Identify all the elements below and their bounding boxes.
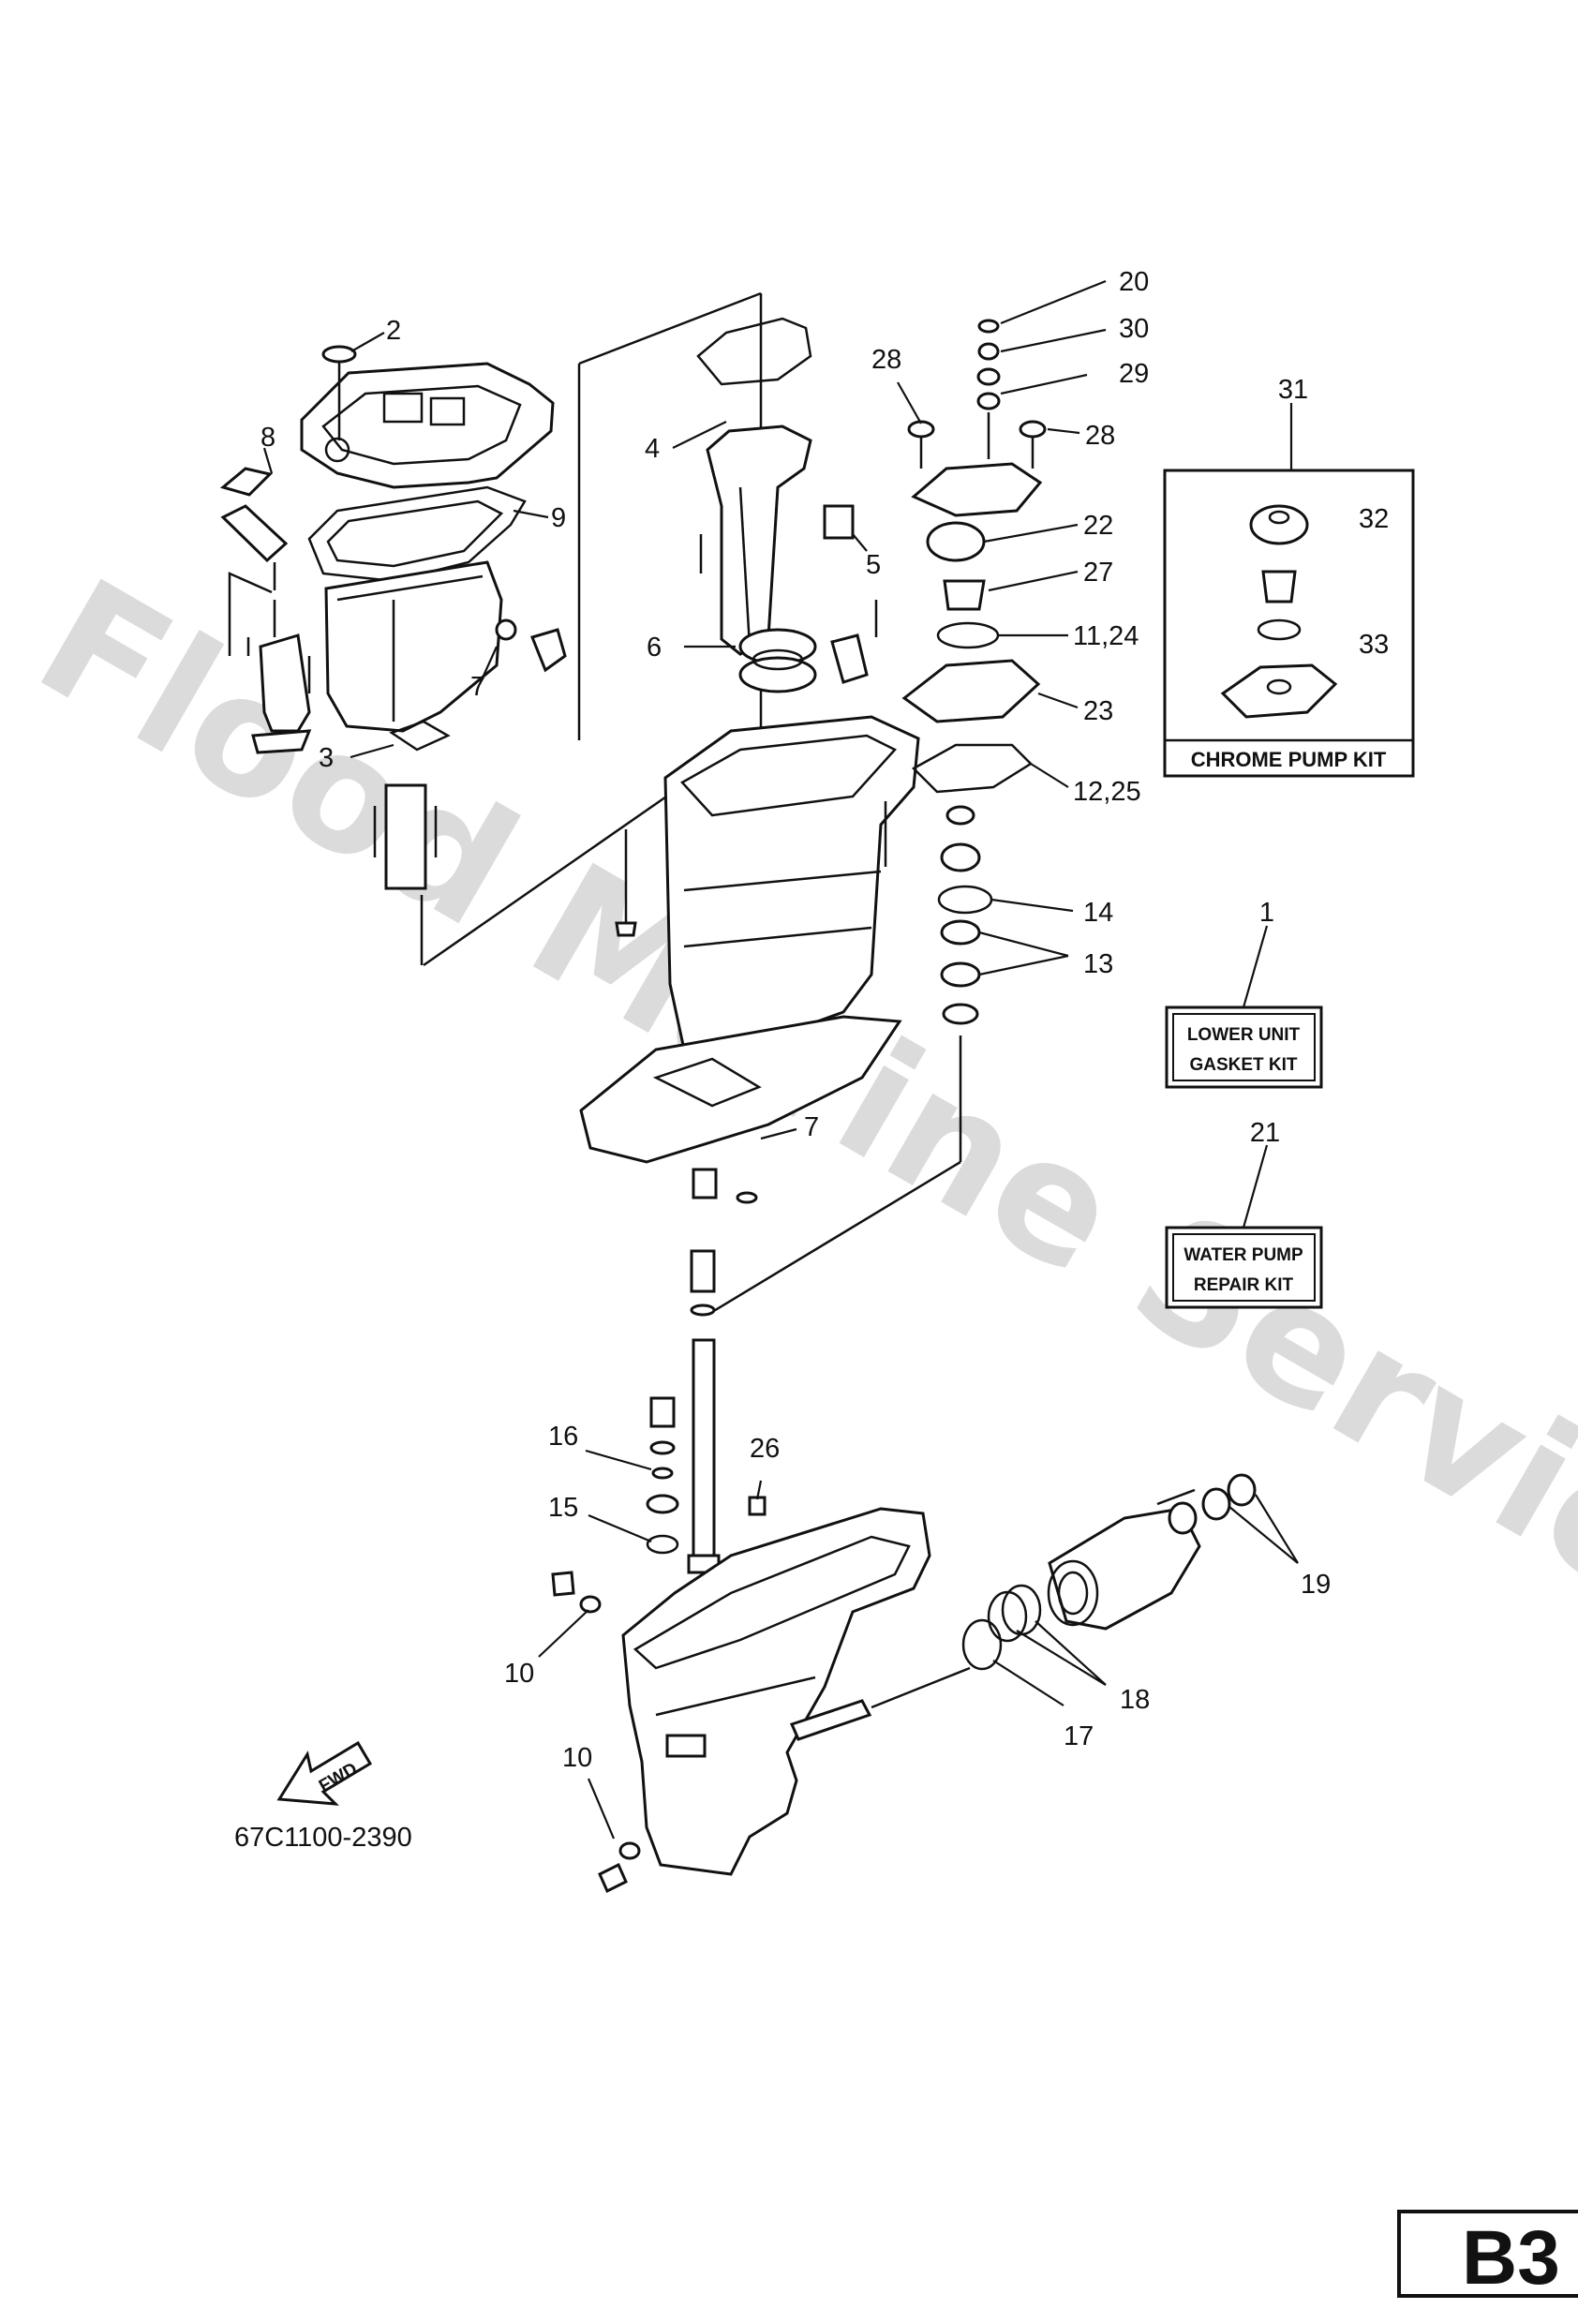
callout-28: 28 [1085, 421, 1115, 451]
callout-10: 10 [562, 1743, 592, 1773]
callout-28: 28 [871, 345, 901, 375]
driveshaft-parts [646, 1168, 767, 1574]
gasket-kit-line-1: LOWER UNIT [1187, 1025, 1301, 1045]
callout-26: 26 [750, 1434, 780, 1464]
water-pump-parts [901, 319, 1047, 1025]
callout-16: 16 [548, 1422, 578, 1452]
kit-number-1: 1 [1259, 898, 1274, 928]
chrome-pump-kit-title: CHROME PUMP KIT [1191, 748, 1387, 771]
kit-number-21: 21 [1250, 1118, 1280, 1148]
prop-shaft-housing [961, 1473, 1257, 1671]
callout-10: 10 [504, 1659, 534, 1689]
callout-3: 3 [319, 743, 334, 773]
page-tag-text: B3 [1462, 2215, 1560, 2301]
callout-13: 13 [1083, 949, 1113, 979]
callout-23: 23 [1083, 696, 1113, 726]
kit-part-32: 32 [1359, 504, 1389, 534]
callout-27: 27 [1083, 558, 1113, 588]
callout-7: 7 [804, 1112, 819, 1142]
callout-2: 2 [386, 316, 401, 346]
callout-5: 5 [866, 550, 881, 580]
callout-7: 7 [470, 672, 485, 702]
gasket-kit-line-2: GASKET KIT [1189, 1055, 1297, 1075]
lower-unit-gasket-kit: 1 LOWER UNIT GASKET KIT [1165, 898, 1323, 1089]
callout-4: 4 [645, 434, 660, 464]
pump-kit-line-1: WATER PUMP [1184, 1245, 1303, 1265]
callout-11-24: 11,24 [1073, 621, 1139, 651]
leader-lines [262, 279, 1355, 1840]
callout-29: 29 [1119, 359, 1149, 389]
kit-part-33: 33 [1359, 630, 1389, 660]
callout-15: 15 [548, 1493, 578, 1523]
callout-17: 17 [1064, 1721, 1094, 1751]
water-pump-repair-kit: 21 WATER PUMP REPAIR KIT [1165, 1118, 1323, 1309]
callout-14: 14 [1083, 898, 1113, 928]
kit-number-31: 31 [1278, 375, 1308, 405]
upper-casing-assembly [219, 345, 567, 890]
pump-kit-line-2: REPAIR KIT [1194, 1275, 1294, 1295]
callout-12-25: 12,25 [1073, 777, 1141, 807]
callout-8: 8 [261, 423, 275, 453]
callout-9: 9 [551, 503, 566, 533]
lower-case-assembly [551, 1507, 971, 1894]
fwd-arrow-icon: FWD [276, 1740, 373, 1806]
callout-18: 18 [1120, 1685, 1150, 1715]
callout-30: 30 [1119, 314, 1149, 344]
callout-19: 19 [1301, 1570, 1331, 1600]
drawing-code: 67C1100-2390 [234, 1823, 412, 1853]
upper-case-assembly [579, 317, 920, 1164]
page-tag: B3 [1397, 2210, 1578, 2301]
callout-22: 22 [1083, 511, 1113, 541]
callout-numbers: 20 30 29 28 28 2 4 8 9 5 22 27 11,24 23 … [261, 267, 1331, 1773]
callout-6: 6 [647, 633, 662, 663]
callout-20: 20 [1119, 267, 1149, 297]
chrome-pump-kit: 31 32 33 CHROME PUMP KIT [1163, 375, 1415, 778]
